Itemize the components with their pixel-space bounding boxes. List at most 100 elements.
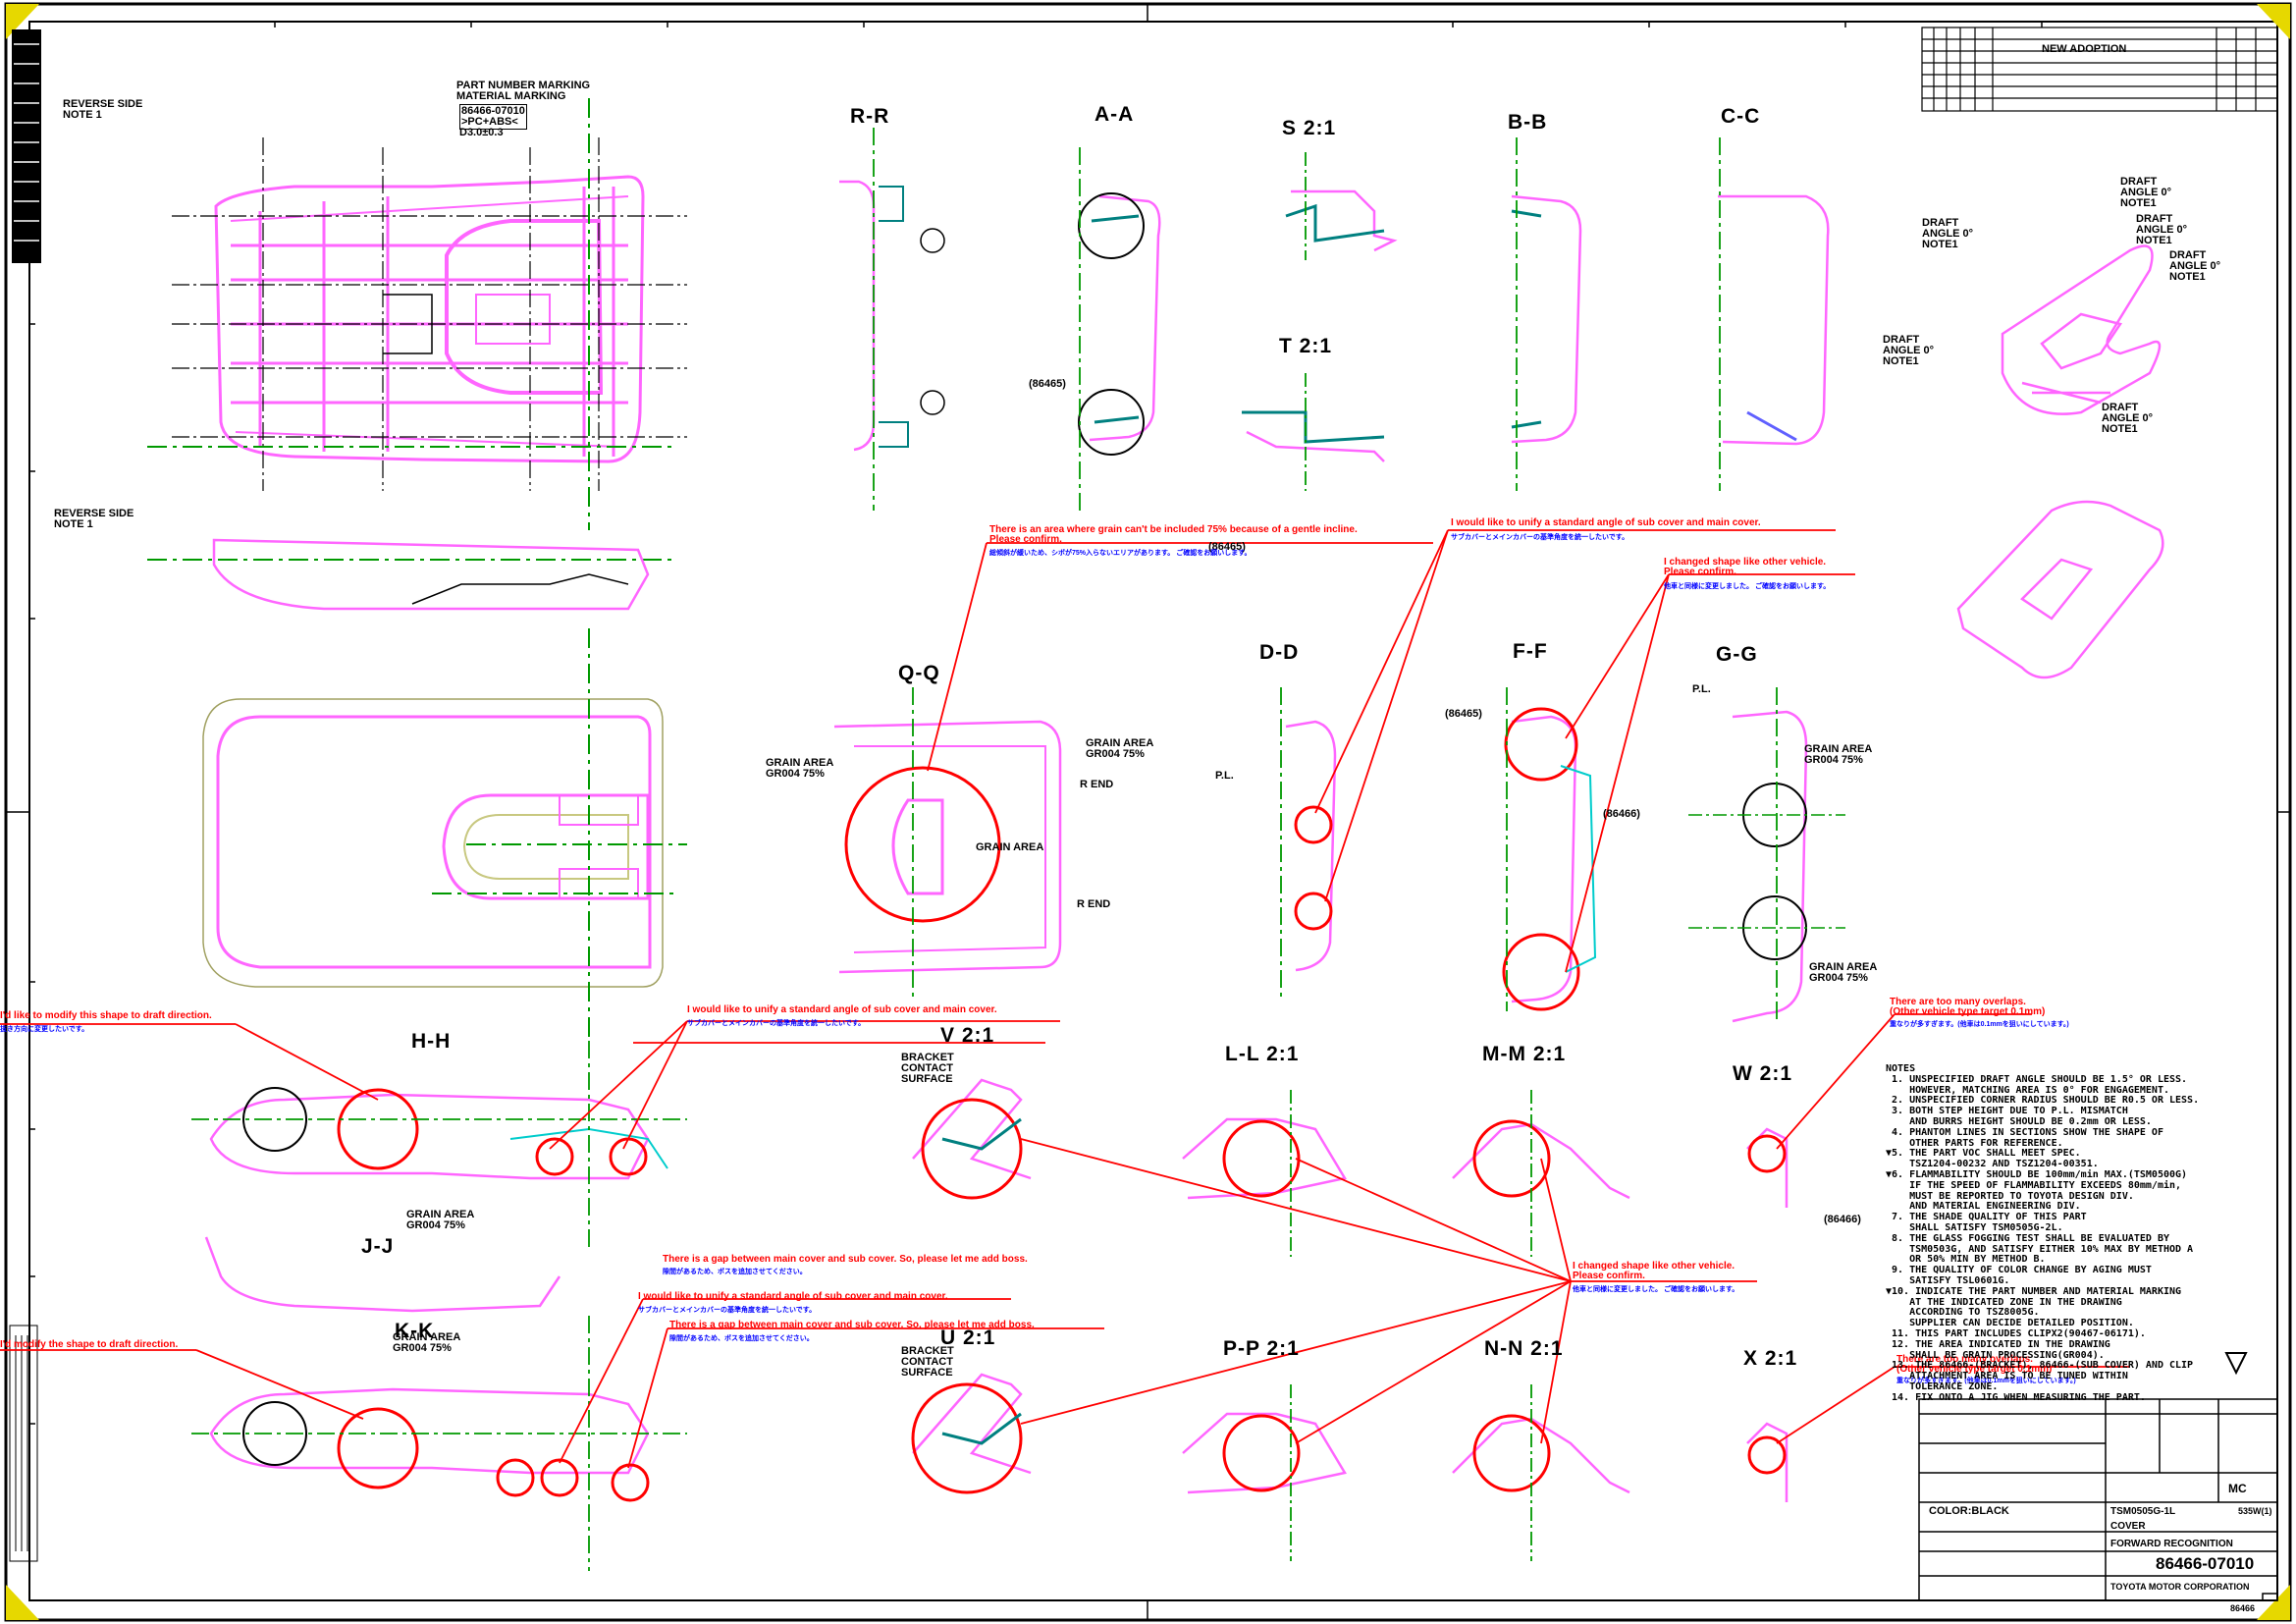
- section-nn: [1452, 1384, 1630, 1561]
- comment-changed-shape-low: I changed shape like other vehicle.Pleas…: [1573, 1261, 1735, 1281]
- section-title-dd: D-D: [1259, 641, 1300, 664]
- comment-unify-angle-top: I would like to unify a standard angle o…: [1451, 517, 1761, 528]
- note-line: 12. THE AREA INDICATED IN THE DRAWING: [1886, 1338, 2110, 1350]
- note-line: IF THE SPEED OF FLAMMABILITY EXCEEDS 80m…: [1886, 1179, 2182, 1191]
- iso-view-1: [2001, 244, 2162, 415]
- note-line: TOLERANCE ZONE.: [1886, 1380, 1999, 1392]
- section-title-jj: J-J: [361, 1235, 395, 1258]
- note-line: 7. THE SHADE QUALITY OF THIS PART: [1886, 1212, 2087, 1223]
- section-title-bb: B-B: [1508, 111, 1548, 134]
- note-line: ▼5. THE PART VOC SHALL MEET SPEC.: [1886, 1148, 2081, 1160]
- ref-86465-t: (86465): [1029, 378, 1066, 390]
- comment-unify-angle-low: I would like to unify a standard angle o…: [638, 1291, 948, 1302]
- note-line: HOWEVER, MATCHING AREA IS 0° FOR ENGAGEM…: [1886, 1084, 2169, 1096]
- section-title-rr: R-R: [850, 105, 890, 128]
- note-line: SATISFY TSL0601G.: [1886, 1274, 2010, 1286]
- bracket-contact-surface: BRACKET CONTACT SURFACE: [901, 1052, 954, 1085]
- draft-angle-note-5: DRAFT ANGLE 0° NOTE1: [1883, 334, 1935, 367]
- note-line: 9. THE QUALITY OF COLOR CHANGE BY AGING …: [1886, 1265, 2152, 1276]
- section-title-u: U 2:1: [940, 1326, 996, 1349]
- section-cc: [1718, 137, 1830, 491]
- comment-add-boss-1: There is a gap between main cover and su…: [663, 1254, 1028, 1265]
- section-u: [911, 1373, 1032, 1494]
- ref-86465-ff: (86465): [1445, 708, 1482, 720]
- company-name: TOYOTA MOTOR CORPORATION: [2110, 1582, 2250, 1592]
- comment-draft-direction-2: I'd modify the shape to draft direction.: [0, 1339, 179, 1350]
- revision-block-lines: [1921, 27, 2278, 112]
- revision-triangle-icon: [2224, 1352, 2248, 1376]
- section-hh: [191, 1041, 687, 1247]
- r-end-label-2: R END: [1077, 898, 1111, 910]
- draft-angle-note-1: DRAFT ANGLE 0° NOTE1: [1922, 217, 1974, 250]
- note-line: 14. FIX ONTO A JIG WHEN MEASURING THE PA…: [1886, 1391, 2146, 1403]
- section-dd: [1280, 687, 1337, 1001]
- grain-area-left: GRAIN AREA GR004 75%: [766, 757, 834, 780]
- note-line: 2. UNSPECIFIED CORNER RADIUS SHOULD BE R…: [1886, 1095, 2200, 1107]
- comment-overlaps-2-jp: 重なりが多すぎます。(他車は0.1mmを狙いにしています。): [1896, 1378, 2076, 1384]
- comment-changed-shape-low-jp: 他車と同様に変更しました。 ご確認をお願いします。: [1573, 1286, 1739, 1293]
- section-title-kk: K-K: [395, 1320, 435, 1342]
- grain-area-gg: GRAIN AREA GR004 75%: [1804, 743, 1873, 766]
- section-title-s: S 2:1: [1282, 117, 1337, 139]
- bracket-contact-surface-2: BRACKET CONTACT SURFACE: [901, 1345, 954, 1379]
- grain-area-hh: GRAIN AREA GR004 75%: [406, 1209, 475, 1231]
- section-gg: [1688, 687, 1845, 1023]
- comment-unify-angle-mid: I would like to unify a standard angle o…: [687, 1004, 997, 1015]
- comment-unify-angle-low-jp: サブカバーとメインカバーの基準角度を統一したいです。: [638, 1307, 817, 1314]
- section-mm: [1452, 1090, 1630, 1257]
- standard-spec: TSM0505G-1L: [2110, 1506, 2176, 1517]
- section-title-x: X 2:1: [1743, 1347, 1798, 1370]
- section-title-nn: N-N 2:1: [1484, 1337, 1564, 1360]
- note-line: AND MATERIAL ENGINEERING DIV.: [1886, 1201, 2081, 1213]
- color-spec: COLOR:BLACK: [1929, 1505, 2009, 1517]
- draft-angle-note-6: DRAFT ANGLE 0° NOTE1: [2102, 402, 2154, 435]
- comment-leaders: [0, 529, 2130, 1469]
- drawing-number-box: 86466: [2230, 1603, 2256, 1613]
- section-kk: [191, 1316, 687, 1571]
- section-title-w: W 2:1: [1733, 1062, 1793, 1085]
- comment-overlaps-1-jp: 重なりが多すぎます。(他車は0.1mmを狙いにしています。): [1890, 1021, 2069, 1028]
- section-t: [1242, 373, 1385, 491]
- note-line: 11. THIS PART INCLUDES CLIPX2(90467-0617…: [1886, 1327, 2146, 1339]
- section-x: [1746, 1422, 1789, 1502]
- comment-grain-incline: There is an area where grain can't be in…: [989, 524, 1358, 545]
- section-ff: [1502, 687, 1597, 1011]
- section-ll: [1182, 1090, 1347, 1257]
- note-line: SUPPLIER CAN DECIDE DETAILED POSITION.: [1886, 1318, 2134, 1329]
- section-title-ll: L-L 2:1: [1225, 1043, 1300, 1065]
- project-name: FORWARD RECOGNITION: [2110, 1539, 2233, 1549]
- bottom-plan-view: [202, 698, 664, 988]
- material-marking: 86466-07010 >PC+ABS<: [459, 104, 527, 130]
- note-line: AT THE INDICATED ZONE IN THE DRAWING: [1886, 1296, 2122, 1308]
- comment-add-boss-1-jp: 隙間があるため、ボスを追加させてください。: [663, 1269, 807, 1275]
- section-v: [912, 1078, 1032, 1200]
- note-line: OR 50% MIN BY METHOD B.: [1886, 1254, 2046, 1266]
- ref-86466-w: (86466): [1824, 1214, 1861, 1225]
- note-line: MUST BE REPORTED TO TOYOTA DESIGN DIV.: [1886, 1190, 2134, 1202]
- section-jj: [204, 1236, 561, 1313]
- note-line: SHALL BE GRAIN PROCESSING(GR004).: [1886, 1349, 2105, 1361]
- section-title-qq: Q-Q: [898, 662, 940, 684]
- comment-unify-angle-top-jp: サブカバーとメインカバーの基準角度を統一したいです。: [1451, 534, 1629, 541]
- grain-area-center: GRAIN AREA: [976, 841, 1044, 853]
- reverse-side-note-top: REVERSE SIDE NOTE 1: [63, 98, 143, 121]
- section-title-pp: P-P 2:1: [1223, 1337, 1300, 1360]
- note-line: 13. THE 86466-(BRACKET), 86466-(SUB COVE…: [1886, 1360, 2194, 1372]
- section-title-aa: A-A: [1095, 103, 1135, 126]
- section-qq: [833, 687, 1062, 1001]
- comment-overlaps-2: There are too many overlaps.(Other vehic…: [1896, 1354, 2053, 1375]
- revision-description: NEW ADOPTION: [2042, 43, 2127, 55]
- part-number: 86466-07010: [2156, 1554, 2255, 1573]
- section-title-mm: M-M 2:1: [1482, 1043, 1567, 1065]
- section-s: [1285, 152, 1398, 260]
- note-line: TSM0503G, AND SATISFY EITHER 10% MAX BY …: [1886, 1243, 2194, 1255]
- note-line: ▼10. INDICATE THE PART NUMBER AND MATERI…: [1886, 1285, 2182, 1297]
- note-line: OTHER PARTS FOR REFERENCE.: [1886, 1137, 2063, 1149]
- note-line: TSZ1204-00232 AND TSZ1204-00351.: [1886, 1159, 2099, 1170]
- note-line: 3. BOTH STEP HEIGHT DUE TO P.L. MISMATCH: [1886, 1106, 2128, 1117]
- note-line: SHALL SATISFY TSM0505G-2L.: [1886, 1221, 2063, 1233]
- ref-86465-s: (86465): [1208, 541, 1246, 553]
- marking-title: PART NUMBER MARKING MATERIAL MARKING: [456, 80, 591, 102]
- note-line: 8. THE GLASS FOGGING TEST SHALL BE EVALU…: [1886, 1232, 2169, 1244]
